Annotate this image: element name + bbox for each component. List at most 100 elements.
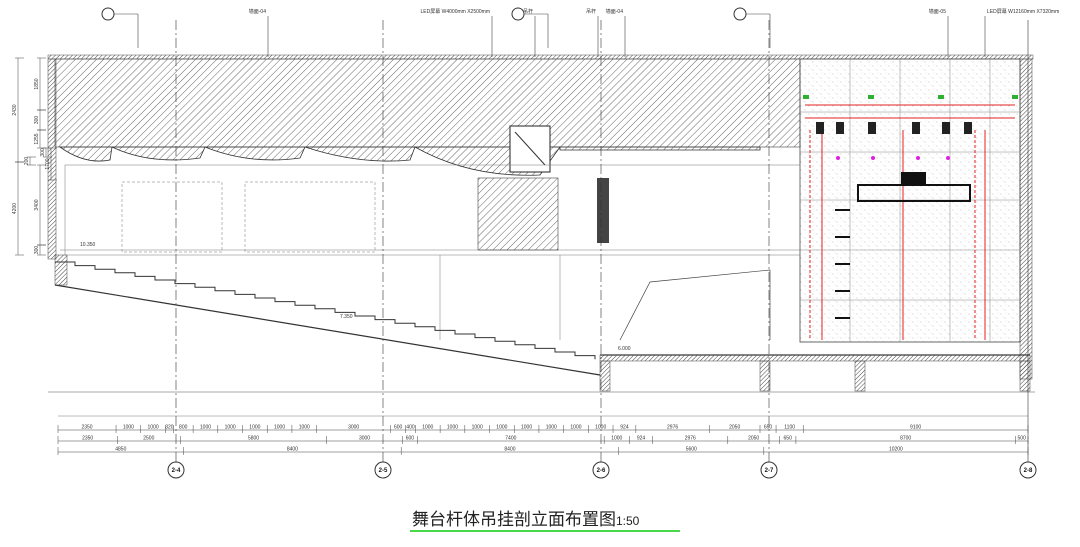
dimension-value: 2500 — [143, 436, 154, 442]
foundation-piers — [599, 360, 1031, 392]
grid-axis-label: 2-7 — [765, 468, 774, 474]
grid-bubble — [592, 461, 610, 479]
left-dimension-value: 300 — [40, 148, 46, 157]
left-dimension-value: 1700 — [45, 158, 51, 169]
leader-label: 吊杆 — [523, 8, 533, 15]
dimension-value: 2050 — [748, 436, 759, 442]
dimension-value: 1000 — [200, 425, 211, 431]
dimension-value: 2350 — [82, 436, 93, 442]
dimension-value: 2976 — [667, 425, 678, 431]
ceiling-soffit-curves — [58, 146, 761, 176]
dimension-value: 1000 — [274, 425, 285, 431]
dimension-value: 1000 — [225, 425, 236, 431]
left-dimension-value: 1850 — [34, 78, 40, 89]
elevation-label: 7.350 — [340, 314, 353, 320]
dimension-value: 1000 — [611, 436, 622, 442]
hoist-motors — [816, 122, 972, 134]
dimension-value: 800 — [179, 425, 188, 431]
dimension-value: 2976 — [685, 436, 696, 442]
left-dimension-value: 3400 — [34, 199, 40, 210]
left-dimension-value: 2430 — [12, 104, 18, 115]
dimension-value: 8400 — [287, 447, 298, 453]
dimension-value: 600 — [394, 425, 403, 431]
left-dimension-value: 300 — [34, 246, 40, 255]
dimension-value: 3000 — [348, 425, 359, 431]
dimension-value: 1000 — [595, 425, 606, 431]
dimension-value: 1000 — [472, 425, 483, 431]
left-dimension-value: 300 — [34, 116, 40, 125]
left-dimension-value: 4200 — [12, 203, 18, 214]
side-stage-hatched — [477, 177, 559, 251]
grid-axis-label: 2-5 — [379, 468, 388, 474]
dimension-value: 1000 — [570, 425, 581, 431]
dimension-value: 924 — [620, 425, 629, 431]
elevation-label: 10.350 — [80, 242, 96, 248]
dimension-value: 2050 — [729, 425, 740, 431]
dimension-value: 8400 — [504, 447, 515, 453]
title-text: 舞台杆体吊挂剖立面布置图 — [412, 510, 616, 530]
dimension-value: 1000 — [123, 425, 134, 431]
stage-apron — [619, 269, 771, 341]
title-scale: 1:50 — [616, 514, 640, 528]
dimension-value: 1100 — [784, 425, 795, 431]
dimension-value: 600 — [406, 436, 415, 442]
ladder-rungs — [835, 209, 850, 319]
dimension-value: 4850 — [115, 447, 126, 453]
dimension-value: 650 — [784, 436, 793, 442]
leader-label: 墙面-05 — [929, 8, 946, 15]
dimension-strings: 2350 1000 1000 320 800 1000 1000 1000 1000 1000 30… — [57, 415, 1029, 455]
grid-axis-label: 2-4 — [172, 468, 181, 474]
dimension-value: 1000 — [546, 425, 557, 431]
ceiling-hatched-zone — [54, 58, 801, 148]
detail-reference-bubble — [511, 7, 525, 21]
left-dimension-value: 1255 — [34, 133, 40, 144]
title-underline — [410, 530, 680, 532]
grid-axis-label: 2-6 — [597, 468, 606, 474]
interior-lines — [60, 164, 801, 340]
stage-floor-slab — [599, 354, 1031, 362]
dimension-value: 1000 — [422, 425, 433, 431]
dimension-value: 650 — [764, 425, 773, 431]
speaker-box-diagonal — [514, 131, 546, 166]
dimension-value: 10200 — [889, 447, 903, 453]
dimension-value: 5800 — [248, 436, 259, 442]
grid-bubble — [167, 461, 185, 479]
drawing-title: 舞台杆体吊挂剖立面布置图1:50 — [412, 505, 639, 530]
dimension-value: 9100 — [910, 425, 921, 431]
green-tags — [803, 95, 1018, 99]
leader-label: LED屏幕 W4000mm X2500mm — [421, 8, 490, 15]
leader-label: 墙面-04 — [606, 8, 623, 15]
grid-bubble — [374, 461, 392, 479]
left-dimension-value: 200 — [24, 157, 30, 166]
leader-callouts: 墙面-04 LED屏幕 W4000mm X2500mm 吊杆 吊杆 墙面-04 墙面-05… — [101, 7, 1059, 57]
elevation-label: 6.000 — [618, 346, 631, 352]
roof-slab — [47, 54, 1034, 60]
leader-label: 吊杆 — [586, 8, 596, 15]
leader-label: LED屏幕 W12160mm X7320mm — [987, 8, 1059, 15]
stage-grid-lines — [800, 59, 1020, 342]
dimension-value: 8700 — [900, 436, 911, 442]
stage-right-wall — [1019, 58, 1033, 380]
led-column — [597, 178, 609, 243]
truss-motor-block — [901, 172, 926, 186]
dimension-value: 1000 — [447, 425, 458, 431]
leader-label: 墙面-04 — [249, 8, 266, 15]
left-wall-base — [54, 254, 68, 286]
elevation-marks: 10.350 7.350 6.000 — [80, 242, 631, 352]
detail-reference-bubble — [101, 7, 115, 21]
grid-bubble — [1019, 461, 1037, 479]
dimension-value: 320 — [165, 425, 174, 431]
dimension-value: 7400 — [505, 436, 516, 442]
dimension-value: 1000 — [299, 425, 310, 431]
dimension-value: 1000 — [496, 425, 507, 431]
rigging-lines — [805, 104, 1015, 340]
grid-bubble — [760, 461, 778, 479]
stepped-seating — [55, 261, 596, 360]
dimension-value: 924 — [637, 436, 646, 442]
dimension-value: 400 — [406, 425, 415, 431]
dimension-value: 5600 — [686, 447, 697, 453]
